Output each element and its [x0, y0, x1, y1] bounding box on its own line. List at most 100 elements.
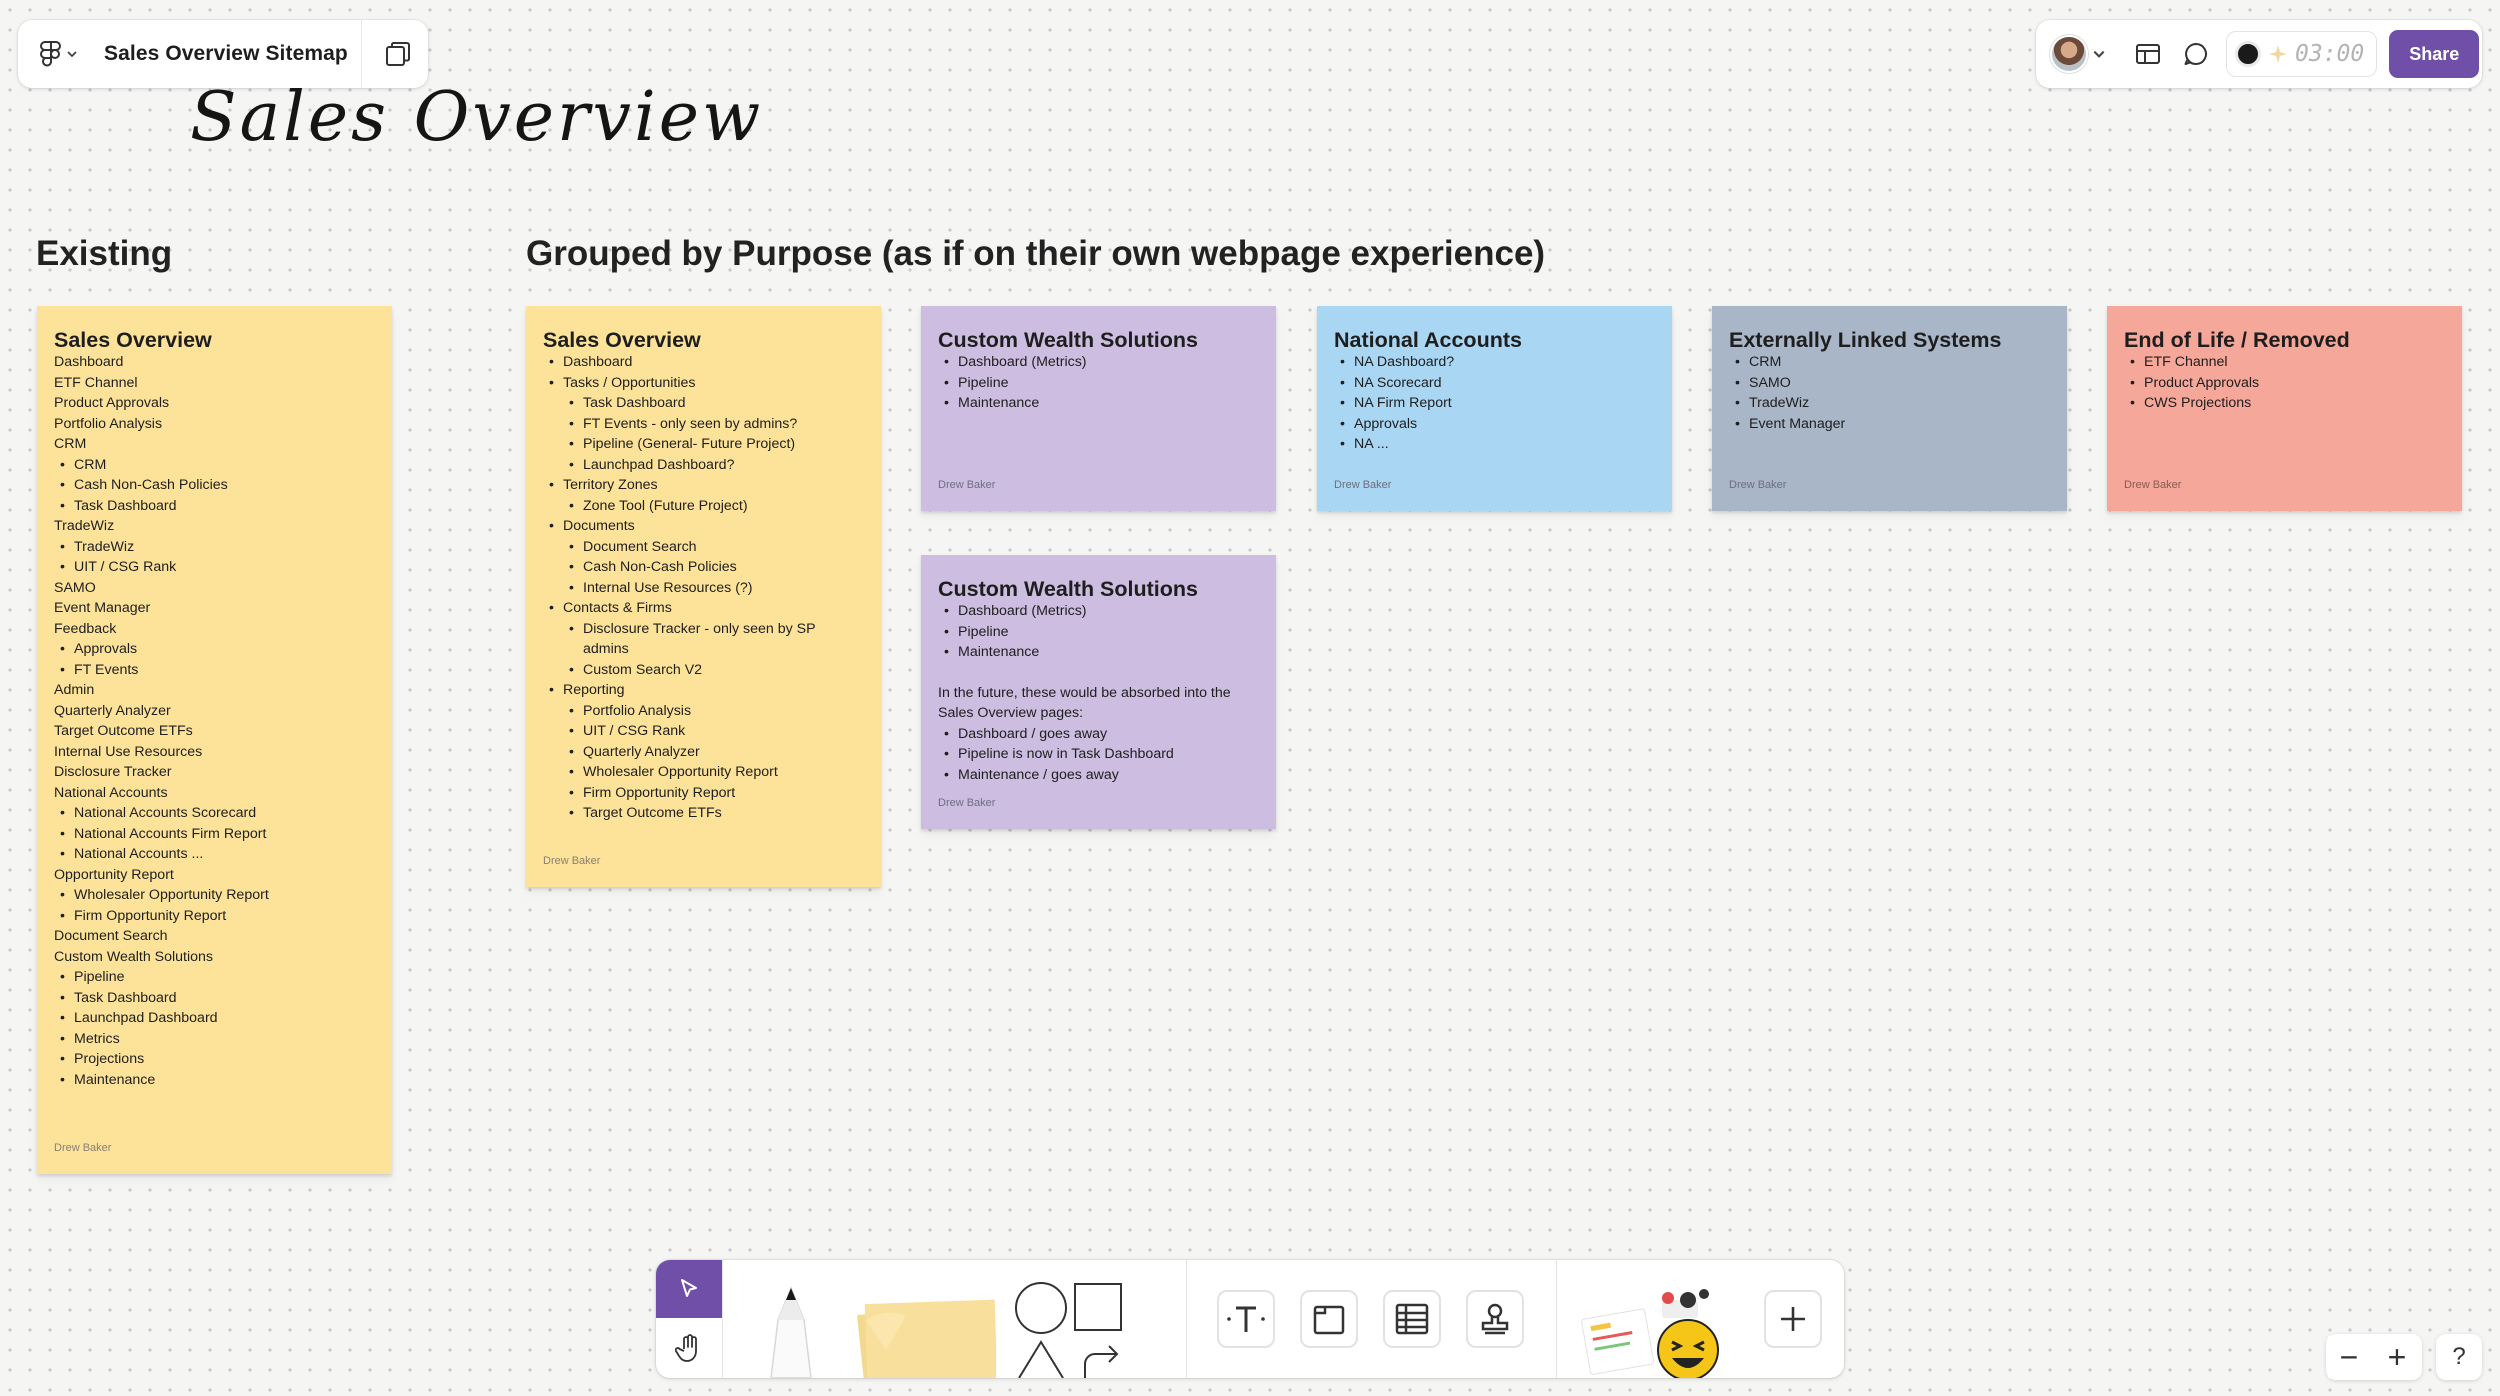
toolbar-divider [361, 20, 362, 88]
file-toolbar: Sales Overview Sitemap [18, 20, 428, 88]
table-tool[interactable] [1383, 1290, 1441, 1348]
note-list-item: Quarterly Analyzer [543, 742, 864, 763]
note-list-item: Disclosure Tracker - only seen by SP adm… [543, 619, 864, 660]
pen-tool[interactable] [756, 1278, 826, 1378]
note-list-item: Document Search [54, 928, 168, 944]
note-list-item: Task Dashboard [54, 988, 375, 1009]
note-list-item: Pipeline [938, 373, 1259, 394]
note-list-item: Projections [54, 1049, 375, 1070]
note-title: Custom Wealth Solutions [938, 328, 1198, 352]
text-icon [1227, 1306, 1265, 1332]
note-list-item: Territory Zones [543, 475, 864, 496]
stickers-widget[interactable] [1576, 1274, 1756, 1378]
note-list-item: Internal Use Resources [54, 743, 203, 760]
note-list-item: FT Events - only seen by admins? [543, 414, 864, 435]
note-list-item: Launchpad Dashboard [54, 1008, 375, 1029]
zoom-out-button[interactable]: − [2328, 1336, 2370, 1378]
note-list-item: TradeWiz [54, 518, 115, 534]
sticky-note-sales-overview[interactable]: Sales Overview DashboardTasks / Opportun… [526, 306, 881, 887]
note-list-item: ETF Channel [54, 374, 138, 391]
pages-button[interactable] [384, 40, 412, 68]
note-list-item: Approvals [1334, 414, 1655, 435]
help-button[interactable]: ? [2436, 1334, 2482, 1380]
toolbar-divider [1186, 1260, 1187, 1378]
shapes-tool[interactable] [1011, 1278, 1131, 1378]
hand-icon [675, 1334, 697, 1362]
note-list-item: Documents [543, 516, 864, 537]
sticky-note-national-accounts[interactable]: National Accounts NA Dashboard?NA Scorec… [1317, 306, 1672, 511]
note-list-item: Dashboard [543, 352, 864, 373]
sticky-note-external-systems[interactable]: Externally Linked Systems CRMSAMOTradeWi… [1712, 306, 2067, 511]
cursor-icon [681, 1279, 697, 1297]
note-list-item: Portfolio Analysis [54, 415, 163, 432]
note-list-item: FT Events [54, 660, 375, 681]
note-list-item: Target Outcome ETFs [543, 803, 864, 824]
note-list-item: CRM [54, 436, 87, 452]
plus-icon [1781, 1307, 1805, 1331]
layout-panel-button[interactable] [2134, 40, 2162, 68]
more-tools-button[interactable] [1764, 1290, 1822, 1348]
note-list-item: Dashboard (Metrics) [938, 352, 1259, 373]
timer-widget[interactable]: 03:00 [2226, 31, 2378, 77]
note-list-item: Feedback [54, 620, 117, 637]
note-list-item: Firm Opportunity Report [543, 783, 864, 804]
sticky-note-end-of-life[interactable]: End of Life / Removed ETF ChannelProduct… [2107, 306, 2462, 511]
note-list-item: TradeWiz [1729, 393, 2050, 414]
note-list-item: Portfolio Analysis [543, 701, 864, 722]
collab-toolbar: 03:00 Share [2036, 20, 2482, 88]
note-list-item: NA Firm Report [1334, 393, 1655, 414]
note-list-item: Reporting [543, 680, 864, 701]
note-list-item: Disclosure Tracker [54, 764, 172, 780]
note-author: Drew Baker [938, 796, 996, 809]
note-author: Drew Baker [543, 854, 601, 867]
note-list-item: Wholesaler Opportunity Report [543, 762, 864, 783]
note-list-item: CWS Projections [2124, 393, 2445, 414]
note-list-item: Approvals [54, 639, 375, 660]
note-list-item: Dashboard / goes away [938, 724, 1259, 745]
note-list-item: Product Approvals [54, 395, 170, 411]
note-title: Custom Wealth Solutions [938, 577, 1198, 601]
note-list-item: NA Scorecard [1334, 373, 1655, 394]
note-list-item: Event Manager [1729, 414, 2050, 435]
note-list-item: Event Manager [54, 600, 151, 616]
note-list-item: Wholesaler Opportunity Report [54, 885, 375, 906]
toolbar-divider [1556, 1260, 1557, 1378]
zoom-in-button[interactable]: + [2376, 1336, 2418, 1378]
avatar-menu[interactable] [2050, 35, 2106, 73]
note-title: End of Life / Removed [2124, 328, 2350, 352]
document-title[interactable]: Sales Overview Sitemap [104, 42, 348, 65]
sparkle-icon [2269, 45, 2287, 63]
share-button[interactable]: Share [2389, 30, 2480, 78]
section-tool[interactable] [1300, 1290, 1358, 1348]
main-menu-button[interactable] [40, 41, 78, 67]
note-author: Drew Baker [1729, 478, 1787, 491]
comment-button[interactable] [2182, 40, 2210, 68]
stamp-icon [1481, 1303, 1509, 1335]
note-list-item: Launchpad Dashboard? [543, 455, 864, 476]
stamp-tool[interactable] [1466, 1290, 1524, 1348]
note-list-item: Maintenance / goes away [938, 765, 1259, 786]
layout-icon [2136, 44, 2160, 64]
note-list-future: Dashboard / goes awayPipeline is now in … [938, 724, 1259, 786]
note-list-item: Target Outcome ETFs [54, 723, 193, 739]
sticky-note-tool[interactable] [846, 1280, 996, 1378]
note-list-item: National Accounts [54, 784, 168, 801]
hand-tool[interactable] [656, 1318, 722, 1378]
note-list-item: Pipeline [54, 967, 375, 988]
note-list-item: Task Dashboard [543, 393, 864, 414]
sticky-note-cws-future[interactable]: Custom Wealth Solutions Dashboard (Metri… [921, 555, 1276, 829]
sticky-note-cws[interactable]: Custom Wealth Solutions Dashboard (Metri… [921, 306, 1276, 511]
note-list-item: Maintenance [938, 393, 1259, 414]
board-title: Sales Overview [190, 78, 764, 157]
select-tool[interactable] [656, 1260, 722, 1318]
note-list-item: Internal Use Resources (?) [543, 578, 864, 599]
note-list-item: CRM [54, 455, 375, 476]
section-icon [1313, 1305, 1345, 1335]
creation-toolbar [656, 1260, 1844, 1378]
note-list-item: Document Search [543, 537, 864, 558]
note-list-item: Metrics [54, 1029, 375, 1050]
note-list-item: Maintenance [938, 642, 1259, 663]
text-tool[interactable] [1217, 1290, 1275, 1348]
